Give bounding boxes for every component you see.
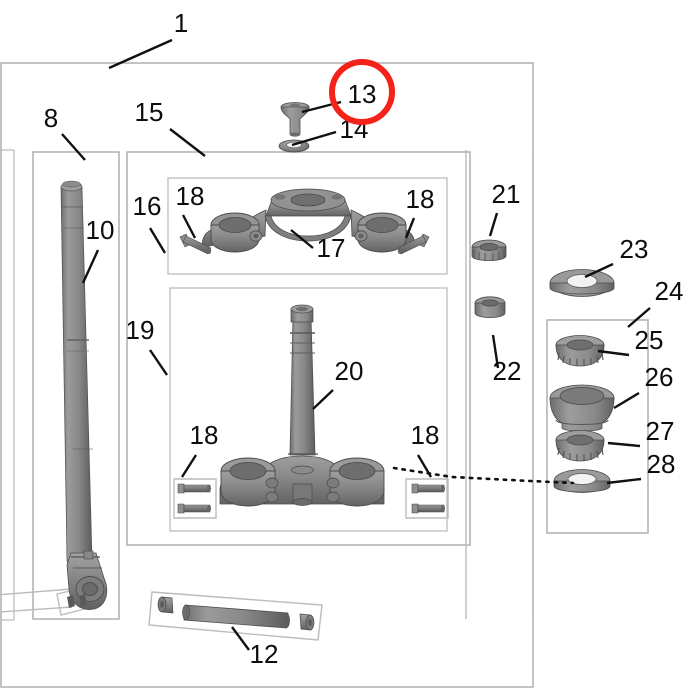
callout-number-24: 24 (655, 276, 684, 306)
part-pinch-bolt-upper-right (397, 233, 430, 255)
leader-21 (488, 212, 499, 237)
callout-numbers: 1 8 15 10 16 18 18 17 13 14 19 20 18 18 … (44, 8, 684, 669)
box-left-edge-partial (0, 149, 15, 621)
part-pinch-bolt-upper-left (179, 233, 212, 255)
frame-axle-12 (148, 591, 323, 641)
callout-number-12: 12 (250, 639, 279, 669)
callout-number-25: 25 (635, 325, 664, 355)
leader-14 (291, 130, 337, 147)
leader-22 (491, 334, 500, 369)
callout-number-8: 8 (44, 103, 58, 133)
part-adjuster-nut-22 (474, 296, 506, 318)
box-bearing-kit (546, 319, 649, 534)
callout-number-19: 19 (126, 315, 155, 345)
upper-clamp-ring-left (210, 212, 263, 253)
callout-number-18-lower-right: 18 (411, 420, 440, 450)
callout-number-18-upper-right: 18 (406, 184, 435, 214)
callout-number-28: 28 (647, 449, 676, 479)
leader-16 (148, 227, 167, 254)
leader-18c (180, 454, 198, 478)
callout-number-1: 1 (174, 8, 188, 38)
part-front-axle (157, 596, 315, 631)
leader-24 (627, 307, 651, 328)
part-fork-tube (60, 180, 108, 610)
lower-clamp-ring-left (220, 457, 279, 507)
guide-line-upper (0, 588, 73, 596)
leader-8 (61, 133, 86, 161)
steering-stem-shaft (288, 304, 318, 456)
leader-12 (231, 626, 250, 651)
box-upper-clamp-group (167, 177, 448, 275)
leader-20 (312, 389, 334, 410)
leader-lines (61, 38, 651, 651)
part-dust-seal-washer-23 (549, 269, 615, 297)
callout-number-18-upper-left: 18 (176, 181, 205, 211)
part-bearing-outer-race-26 (549, 384, 615, 432)
fork-bottom-bolts (67, 594, 87, 608)
leader-23 (584, 262, 614, 279)
part-lower-triple-clamp (219, 304, 385, 507)
callout-number-17: 17 (317, 233, 346, 263)
leader-17 (290, 229, 314, 249)
guide-line-lower (0, 606, 73, 613)
part-upper-triple-clamp (202, 188, 415, 253)
part-lock-nut-21 (471, 239, 507, 261)
frame-bolts-right-lower (405, 478, 449, 519)
leader-19 (149, 349, 168, 376)
leader-26 (613, 391, 640, 410)
callout-number-15: 15 (135, 97, 164, 127)
leader-18b (404, 217, 416, 239)
part-lower-bearing-cone-27 (555, 430, 605, 462)
lower-clamp-ring-right (326, 457, 385, 507)
leader-1 (108, 38, 173, 70)
part-pinch-bolts-lower-right (411, 483, 445, 514)
part-pinch-bolts-lower-left (177, 483, 211, 514)
callout-number-18-lower-left: 18 (190, 420, 219, 450)
leader-27 (607, 441, 641, 448)
callout-number-22: 22 (493, 356, 522, 386)
part-stem-bolt (280, 102, 310, 137)
dotted-connector-clamp-to-seal (392, 466, 575, 485)
callout-number-10: 10 (86, 215, 115, 245)
leader-18a (181, 214, 197, 239)
callout-number-13: 13 (348, 79, 377, 109)
callout-number-26: 26 (645, 362, 674, 392)
leader-28 (606, 477, 642, 485)
callout-number-23: 23 (620, 234, 649, 264)
callout-number-16: 16 (133, 191, 162, 221)
part-lower-dust-seal-28 (553, 469, 611, 493)
box-lower-clamp-group (169, 287, 448, 532)
leader-18d (416, 454, 433, 478)
leader-15 (169, 128, 206, 157)
leader-10 (81, 249, 100, 284)
callout-number-27: 27 (646, 416, 675, 446)
upper-clamp-ring-right (354, 212, 407, 253)
callout-number-21: 21 (492, 179, 521, 209)
part-upper-bearing-cone-25 (555, 335, 605, 367)
callout-number-20: 20 (335, 356, 364, 386)
frame-bolts-left-lower (173, 478, 217, 519)
leader-25 (597, 349, 630, 357)
highlight-ring-part-13 (329, 59, 395, 125)
